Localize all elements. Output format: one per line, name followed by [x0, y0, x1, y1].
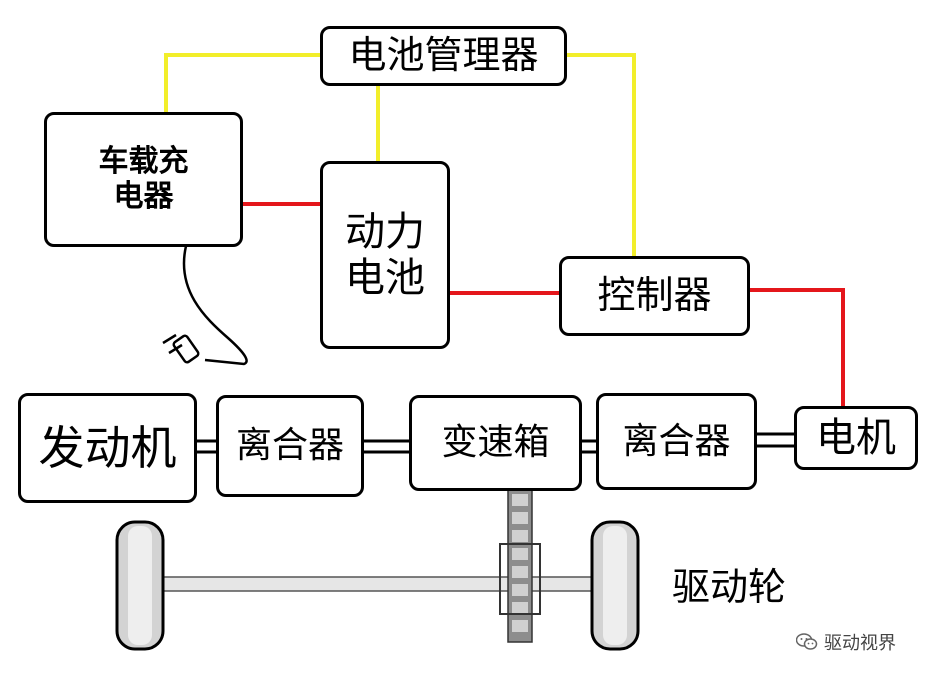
plug-icon	[162, 333, 200, 364]
engine-box: 发动机	[18, 393, 197, 503]
right-clutch-box: 离合器	[596, 393, 757, 490]
battery-management-label: 电池管理器	[348, 33, 539, 78]
drive-wheels-label: 驱动轮	[672, 565, 787, 609]
drivetrain-shafts	[195, 432, 796, 454]
signal-wire-charger-bms	[164, 53, 322, 113]
left-clutch-box: 离合器	[216, 395, 364, 497]
left-clutch-label: 离合器	[235, 425, 344, 467]
power-battery-box: 动力 电池	[320, 161, 450, 349]
battery-management-box: 电池管理器	[320, 26, 567, 86]
signal-wire-bms-controller	[565, 53, 636, 258]
drive-chain	[499, 489, 541, 643]
charging-cable	[182, 245, 248, 366]
gearbox-box: 变速箱	[409, 395, 582, 491]
right-wheel	[590, 520, 640, 651]
watermark-text: 驱动视界	[824, 633, 896, 654]
onboard-charger-label-line1: 车载充	[98, 144, 189, 179]
engine-label: 发动机	[38, 420, 177, 475]
power-battery-label-line2: 电池	[345, 255, 425, 301]
controller-box: 控制器	[559, 256, 750, 336]
onboard-charger-box: 车载充 电器	[44, 112, 243, 247]
controller-label: 控制器	[597, 273, 712, 318]
gearbox-label: 变速箱	[441, 422, 550, 464]
wechat-icon	[796, 633, 818, 650]
power-wire-controller-motor	[748, 288, 845, 408]
motor-box: 电机	[794, 406, 918, 470]
motor-label: 电机	[816, 415, 896, 461]
watermark: 驱动视界	[796, 629, 896, 655]
onboard-charger-label-line2: 电器	[113, 178, 174, 214]
right-clutch-label: 离合器	[622, 420, 731, 462]
power-battery-label-line1: 动力	[345, 209, 425, 255]
left-wheel	[115, 520, 165, 651]
